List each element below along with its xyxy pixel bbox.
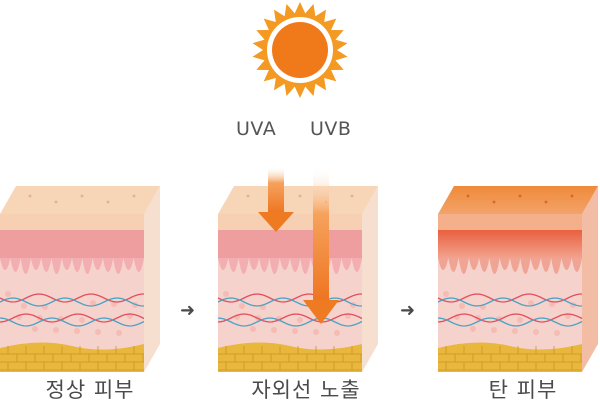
- dermis-cell: [239, 303, 245, 309]
- pore-dot: [132, 194, 136, 198]
- dermis-cell: [512, 328, 518, 334]
- dermis-fiber: [0, 317, 145, 327]
- dermis-cell: [32, 326, 38, 332]
- dermis-layer: [0, 258, 144, 350]
- pore-dot: [80, 194, 84, 198]
- dermis-cell: [250, 326, 256, 332]
- epidermis-top-face: [438, 186, 598, 214]
- uvb-label: UVB: [310, 118, 352, 140]
- dermis-cell: [79, 317, 85, 323]
- dermis-cell: [313, 329, 319, 335]
- side-face: [144, 186, 160, 372]
- skin-panel-tanned: [437, 186, 598, 372]
- sun-icon: [252, 2, 348, 98]
- dermis-cell: [533, 329, 539, 335]
- pore-dot: [518, 194, 522, 198]
- dermis-fiber: [0, 297, 145, 307]
- subcutaneous-fat: [0, 342, 144, 372]
- subcutaneous-fat: [438, 342, 582, 372]
- pore-dot: [28, 194, 32, 198]
- pore-dot: [570, 194, 574, 198]
- dermal-papillae: [438, 258, 582, 274]
- pore-dot: [54, 200, 58, 204]
- dermis-cell: [517, 317, 523, 323]
- skin-panel-normal: [0, 186, 160, 372]
- dermis-cell: [116, 330, 122, 336]
- dermis-fiber: [437, 317, 583, 327]
- pore-dot: [106, 200, 110, 204]
- skin-panel-uv-exposure: [217, 186, 378, 372]
- dermis-cell: [443, 291, 449, 297]
- dermis-cell: [297, 317, 303, 323]
- dermis-fiber: [217, 297, 363, 307]
- epidermis-top-face: [0, 186, 160, 214]
- dermis-fiber: [217, 317, 363, 327]
- dermis-cell: [554, 330, 560, 336]
- sun-core: [272, 22, 328, 78]
- dermis-cell: [491, 327, 497, 333]
- dermis-cell: [74, 328, 80, 334]
- dermis-fiber: [217, 293, 363, 303]
- subcutaneous-fat: [218, 342, 362, 372]
- caption-uv-exposure: 자외선 노출: [251, 378, 361, 402]
- dermis-fiber: [0, 293, 145, 303]
- side-face: [362, 186, 378, 372]
- dermis-cell: [95, 329, 101, 335]
- dermis-cell: [90, 300, 96, 306]
- uvb-ray-shaft: [313, 166, 329, 302]
- dermis-fiber: [437, 293, 583, 303]
- epidermis-top-face: [218, 186, 378, 214]
- dermis-fiber: [437, 297, 583, 307]
- pigment-band: [218, 230, 362, 258]
- pigment-band: [438, 230, 582, 258]
- dermis-cell: [5, 291, 11, 297]
- dermis-cell: [292, 328, 298, 334]
- dermis-cell: [528, 300, 534, 306]
- right-arrow-icon: ➜: [180, 300, 196, 321]
- pigment-band: [0, 230, 144, 258]
- dermis-cell: [21, 303, 27, 309]
- pore-dot: [298, 194, 302, 198]
- dermis-cell: [459, 303, 465, 309]
- dermis-fiber: [217, 313, 363, 323]
- right-arrow-icon: ➜: [400, 300, 416, 321]
- uva-ray-shaft: [268, 166, 284, 214]
- dermis-cell: [223, 291, 229, 297]
- dermis-layer: [218, 258, 362, 350]
- dermis-cell: [53, 327, 59, 333]
- pore-dot: [466, 194, 470, 198]
- dermis-cell: [271, 327, 277, 333]
- dermis-cell: [334, 330, 340, 336]
- caption-normal-skin: 정상 피부: [45, 378, 135, 402]
- pore-dot: [492, 200, 496, 204]
- pore-dot: [544, 200, 548, 204]
- pore-dot: [350, 194, 354, 198]
- dermis-cell: [470, 326, 476, 332]
- pore-dot: [246, 194, 250, 198]
- epidermis-front: [0, 214, 144, 230]
- uvb-ray-head: [303, 300, 339, 324]
- epidermis-front: [438, 214, 582, 230]
- dermis-fiber: [437, 313, 583, 323]
- caption-tanned-skin: 탄 피부: [488, 378, 558, 402]
- uva-ray-head: [258, 212, 294, 232]
- dermal-papillae: [0, 258, 144, 274]
- side-face: [582, 186, 598, 372]
- uva-label: UVA: [236, 118, 277, 140]
- dermis-fiber: [0, 313, 145, 323]
- uv-rays: [258, 166, 339, 324]
- dermis-layer: [438, 258, 582, 350]
